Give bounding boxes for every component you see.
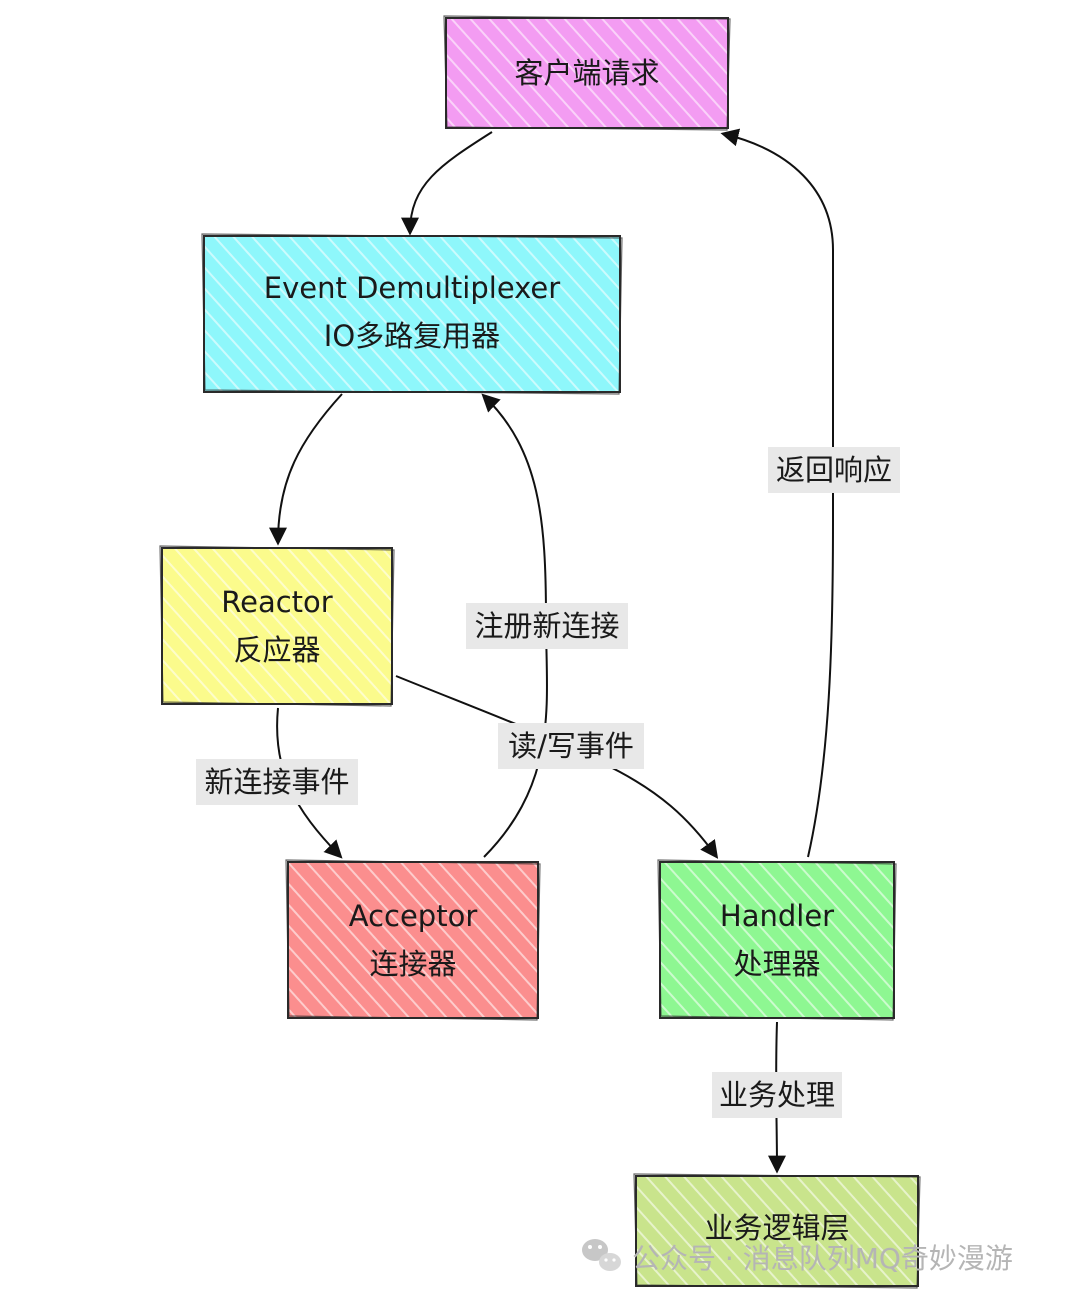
edge-label-register-new-connection-text: 注册新连接 <box>474 609 619 643</box>
edge-handler-to-client <box>720 128 835 858</box>
node-business-layer: 业务逻辑层 <box>633 1173 921 1289</box>
edge-label-read-write-event: 读/写事件 <box>498 723 644 769</box>
edge-label-new-connection-event: 新连接事件 <box>196 759 358 805</box>
node-handler-title: Handler <box>720 899 834 933</box>
node-reactor-title: Reactor <box>221 585 333 619</box>
edge-label-new-connection-event-text: 新连接事件 <box>204 765 349 799</box>
node-event-demultiplexer: Event Demultiplexer IO多路复用器 <box>201 233 623 395</box>
node-acceptor-subtitle: 连接器 <box>369 947 456 981</box>
node-acceptor: Acceptor 连接器 <box>285 859 541 1021</box>
node-acceptor-title: Acceptor <box>349 899 478 933</box>
edge-client-to-demux <box>401 131 493 236</box>
edge-label-return-response: 返回响应 <box>768 447 900 493</box>
node-client-request-label: 客户端请求 <box>514 56 659 90</box>
edge-demux-to-reactor <box>269 393 343 546</box>
edge-label-business-processing: 业务处理 <box>712 1072 842 1118</box>
node-event-demultiplexer-title: Event Demultiplexer <box>264 271 560 305</box>
node-event-demultiplexer-subtitle: IO多路复用器 <box>324 319 500 353</box>
wechat-icon <box>582 1239 621 1271</box>
edge-label-register-new-connection: 注册新连接 <box>466 603 628 649</box>
node-handler-subtitle: 处理器 <box>733 947 820 981</box>
node-client-request: 客户端请求 <box>443 15 731 131</box>
watermark-text: 公众号 · 消息队列MQ奇妙漫游 <box>632 1242 1013 1275</box>
edge-label-business-processing-text: 业务处理 <box>719 1078 835 1112</box>
node-reactor-subtitle: 反应器 <box>233 633 320 667</box>
node-reactor: Reactor 反应器 <box>159 545 395 707</box>
edge-label-read-write-event-text: 读/写事件 <box>508 729 634 763</box>
edge-label-return-response-text: 返回响应 <box>776 453 892 487</box>
node-handler: Handler 处理器 <box>657 859 897 1021</box>
watermark: 公众号 · 消息队列MQ奇妙漫游 <box>582 1239 1013 1275</box>
node-business-layer-label: 业务逻辑层 <box>704 1211 849 1245</box>
